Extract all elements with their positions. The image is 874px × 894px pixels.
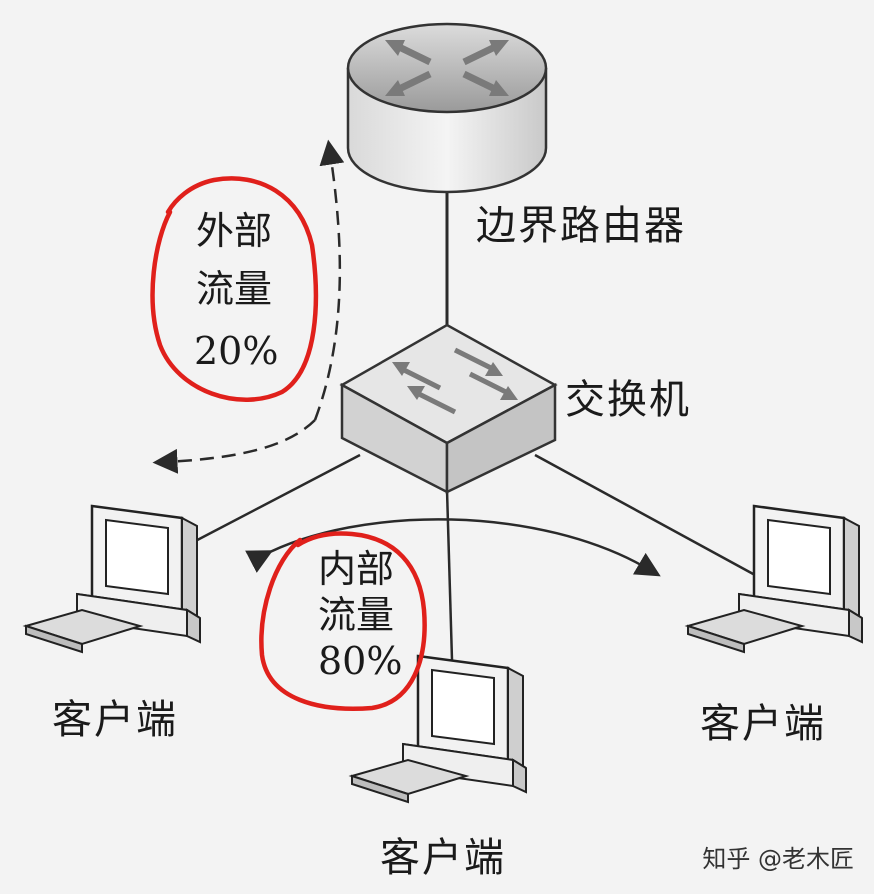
switch-bottom-client-link: [445, 489, 454, 661]
client-bottom-computer-icon: [348, 654, 527, 804]
switch-label: 交换机: [565, 377, 691, 423]
client-right-computer-icon: [684, 504, 863, 654]
external-traffic-line2: 流量: [196, 267, 273, 311]
client-left-computer-icon: [22, 504, 201, 654]
switch-left-client-link: [181, 453, 361, 550]
switch-right-client-link: [534, 453, 756, 577]
router-label: 边界路由器: [476, 203, 686, 249]
external-traffic-label: 外部 流量 20%: [194, 208, 279, 374]
internal-traffic-label: 内部 流量 80%: [318, 546, 402, 684]
internal-traffic-line1: 内部: [318, 547, 395, 591]
external-traffic-arrow-down: [152, 419, 316, 474]
internal-traffic-line2: 流量: [318, 593, 395, 637]
watermark: 知乎 @老木匠: [702, 845, 854, 873]
internal-traffic-percent: 80%: [318, 639, 403, 683]
external-traffic-arrow-up: [313, 139, 345, 421]
external-traffic-annotation-circle: [150, 176, 319, 402]
client-bottom-label: 客户端: [380, 835, 506, 881]
switch-icon: [339, 323, 558, 495]
router-icon: [346, 22, 548, 194]
internal-traffic-annotation-circle: [259, 531, 427, 711]
external-traffic-percent: 20%: [194, 329, 279, 373]
client-left-label: 客户端: [52, 697, 178, 743]
client-right-label: 客户端: [700, 701, 826, 747]
external-traffic-line1: 外部: [196, 209, 273, 253]
